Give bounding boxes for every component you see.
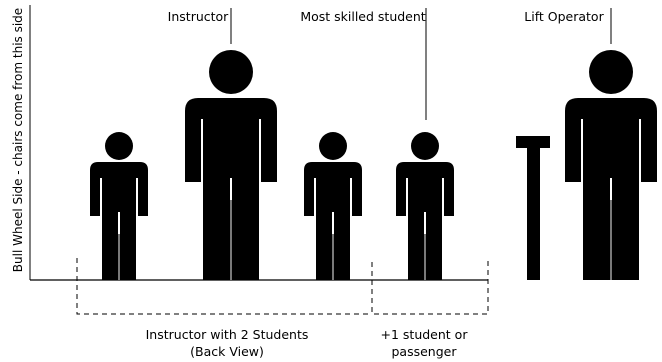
figure-body	[185, 98, 277, 182]
figure-head	[105, 132, 133, 160]
figure-leg-gap	[610, 200, 612, 280]
figure-head	[319, 132, 347, 160]
figure-right-leg	[426, 211, 442, 280]
lift-operator-figure	[565, 50, 657, 280]
figures-layer	[90, 50, 657, 280]
most-skilled-student-figure	[396, 132, 454, 280]
figure-leg-gap	[118, 234, 120, 280]
figure-head	[209, 50, 253, 94]
student-figure-left	[90, 132, 148, 280]
most-skilled-student-label: Most skilled student	[300, 9, 425, 24]
instructor-group-caption: Instructor with 2 Students	[146, 327, 309, 342]
chair-post	[516, 136, 550, 280]
lift-operator-label: Lift Operator	[524, 9, 604, 24]
extra-passenger-caption: +1 student or	[381, 327, 469, 342]
bull-wheel-side-label: Bull Wheel Side - chairs come from this …	[11, 8, 25, 272]
figure-left-leg	[316, 211, 332, 280]
extra-passenger-bracket	[371, 258, 489, 315]
figure-left-leg	[408, 211, 424, 280]
figure-left-leg	[203, 177, 230, 280]
figure-leg-gap	[332, 234, 334, 280]
figure-right-leg	[232, 177, 259, 280]
chair-post-crossbar	[516, 136, 550, 148]
instructor-group-subcaption: (Back View)	[190, 344, 264, 359]
figure-left-leg	[583, 177, 610, 280]
figure-head	[589, 50, 633, 94]
instructor-figure	[185, 50, 277, 280]
figure-head	[411, 132, 439, 160]
figure-right-leg	[334, 211, 350, 280]
figure-body	[396, 162, 454, 216]
figure-left-leg	[102, 211, 118, 280]
figure-leg-gap	[230, 200, 232, 280]
extra-passenger-subcaption: passenger	[392, 344, 458, 359]
instructor-group-bracket	[76, 258, 370, 315]
figure-right-leg	[120, 211, 136, 280]
figure-body	[565, 98, 657, 182]
group-brackets	[76, 258, 489, 315]
student-figure-right	[304, 132, 362, 280]
figure-right-leg	[612, 177, 639, 280]
instructor-label: Instructor	[168, 9, 230, 24]
figure-body	[304, 162, 362, 216]
figure-leg-gap	[424, 234, 426, 280]
chair-post-pole	[527, 146, 540, 280]
figure-body	[90, 162, 148, 216]
